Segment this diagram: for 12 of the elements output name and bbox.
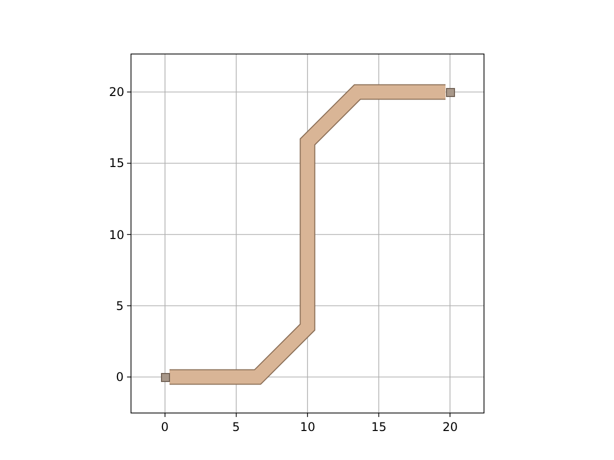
tick-label: 15 xyxy=(371,420,387,434)
tick-label: 0 xyxy=(161,420,169,434)
tick-label: 5 xyxy=(116,298,124,313)
tick-label: 5 xyxy=(232,420,240,434)
tick-label: 15 xyxy=(109,156,124,170)
tick-label: 10 xyxy=(109,228,124,242)
port-square xyxy=(160,372,170,382)
tick-label: 0 xyxy=(116,370,124,384)
tick-label: 20 xyxy=(109,85,124,99)
tick-label: 10 xyxy=(300,420,316,434)
tick-label: 20 xyxy=(442,420,458,434)
port-square xyxy=(446,88,454,96)
